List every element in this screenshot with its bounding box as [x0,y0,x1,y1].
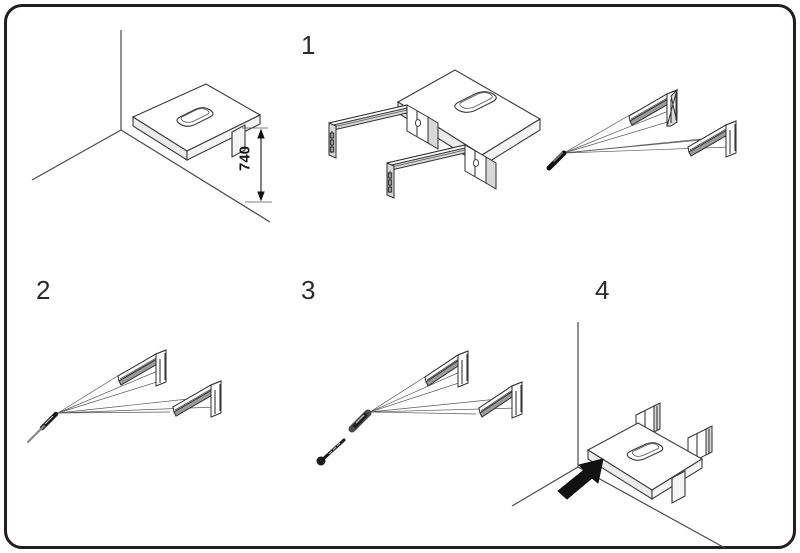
step-1-diagram [328,69,542,199]
step-2-number: 2 [36,275,51,305]
handle-slot [176,107,214,127]
direction-arrow [557,458,604,500]
step-2-diagram [26,349,222,444]
room-corner-lines [511,322,726,549]
l-bracket-lower [171,380,222,418]
step-1-number: 1 [301,30,316,60]
height-dimension-label: 740 [236,145,254,172]
shelf-support-leg [231,124,246,158]
drill-bit [26,411,59,444]
handle-slot [454,91,497,113]
shelf-panel [131,83,262,161]
step-4-diagram [511,322,726,549]
step-3-number: 3 [301,275,316,305]
l-bracket-upper [424,350,469,388]
room-corner-lines [31,30,271,223]
l-bracket-lower [686,120,737,158]
step-4-number: 4 [595,275,610,305]
l-bracket-upper [627,88,678,127]
step-3-diagram [316,350,523,466]
l-bracket-front [386,144,497,199]
screwdriver [546,150,567,171]
step-1-bracket-pair-diagram [546,88,737,171]
shelf-support-leg [671,470,686,504]
handle-slot [626,442,664,461]
height-dimension [242,127,272,203]
screw [316,438,346,466]
overview-diagram [31,30,272,223]
shelf-panel [586,422,704,504]
l-bracket-lower [478,381,523,419]
l-bracket-rear [328,104,439,159]
wall-plug [348,409,372,433]
l-bracket-upper [116,349,167,387]
